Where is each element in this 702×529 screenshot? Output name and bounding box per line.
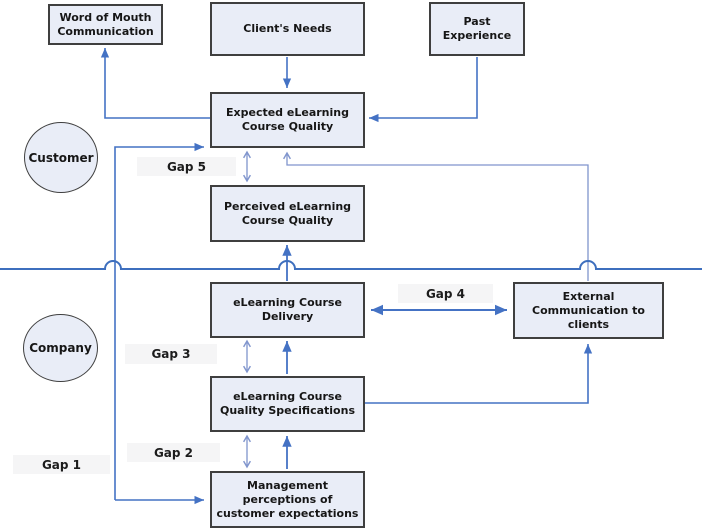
- box-label: Quality Specifications: [219, 404, 355, 417]
- customer-label: Customer: [28, 150, 94, 165]
- customer-company-divider: [0, 260, 702, 270]
- box-label: Experience: [442, 29, 512, 42]
- box-label: Expected eLearning: [226, 106, 349, 119]
- box-label: Course Quality: [241, 213, 334, 227]
- box-perceived-quality: Perceived eLearning Course Quality: [210, 185, 365, 242]
- gap2-label: Gap 2: [127, 443, 220, 462]
- box-label: eLearning Course: [233, 390, 342, 403]
- box-label: Management: [247, 478, 328, 492]
- box-label: Past: [463, 15, 491, 28]
- box-label: clients: [567, 317, 610, 331]
- external-to-expected-arrow: [287, 153, 589, 281]
- box-quality-specifications: eLearning Course Quality Specifications: [210, 376, 365, 432]
- box-label: customer expectations: [216, 506, 359, 520]
- box-label: External: [562, 289, 615, 303]
- box-clients-needs: Client's Needs: [210, 2, 365, 56]
- expected-to-word-of-mouth-arrow: [100, 48, 210, 119]
- box-label: perceptions of: [242, 492, 333, 506]
- box-course-delivery: eLearning Course Delivery: [210, 282, 365, 338]
- gap1-label: Gap 1: [13, 455, 110, 474]
- box-label: Communication to: [532, 303, 645, 317]
- box-expected-quality: Expected eLearning Course Quality: [210, 92, 365, 148]
- box-label: Client's Needs: [243, 22, 332, 35]
- box-past-experience: Past Experience: [429, 2, 525, 56]
- gap5-label: Gap 5: [137, 157, 236, 176]
- box-label: Course Quality: [241, 120, 334, 133]
- box-label: eLearning Course: [233, 296, 342, 309]
- gap3-label: Gap 3: [125, 344, 217, 364]
- box-label: Communication: [57, 24, 154, 38]
- customer-circle: Customer: [24, 122, 98, 193]
- box-management-perceptions: Management perceptions of customer expec…: [210, 471, 365, 528]
- box-external-communication: External Communication to clients: [513, 282, 664, 339]
- gap1-connector-to-expected: [114, 142, 204, 500]
- company-label: Company: [29, 341, 92, 355]
- box-word-of-mouth: Word of Mouth Communication: [48, 4, 163, 45]
- specs-to-external-arrow: [365, 344, 593, 404]
- gap4-label: Gap 4: [398, 284, 493, 303]
- box-label: Perceived eLearning: [223, 199, 352, 213]
- company-circle: Company: [23, 314, 98, 382]
- past-experience-to-expected-arrow: [369, 57, 478, 123]
- box-label: Word of Mouth: [59, 10, 152, 24]
- box-label: Delivery: [261, 310, 314, 323]
